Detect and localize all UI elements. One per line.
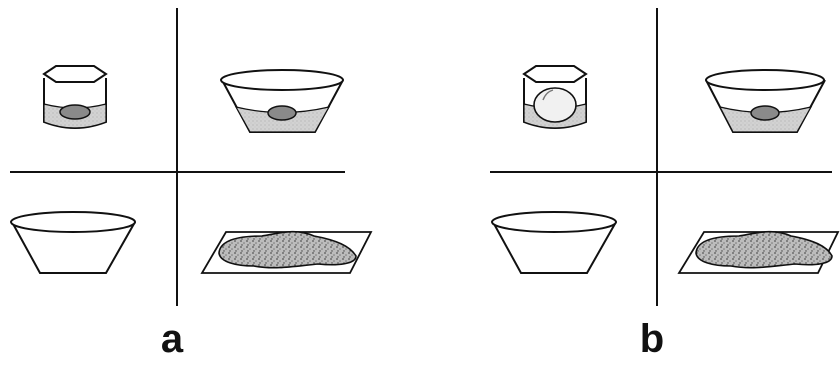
panel-b-glass-with-light-egg bbox=[524, 66, 586, 128]
panel-b-label: b bbox=[640, 317, 664, 361]
panel-b-empty-bowl bbox=[492, 212, 616, 273]
panel-a-bowl-with-dark-oval bbox=[221, 70, 343, 132]
panel-a-glass-with-dark-oval bbox=[44, 66, 106, 128]
panel-a-empty-bowl bbox=[11, 212, 135, 273]
panel-b-tray-with-spread bbox=[679, 232, 838, 273]
panel-b: b bbox=[490, 8, 838, 361]
panel-a-tray-with-spread bbox=[202, 232, 371, 273]
panel-a: a bbox=[10, 8, 371, 361]
light-egg bbox=[534, 88, 576, 122]
panel-b-bowl-with-dark-oval bbox=[706, 70, 825, 132]
dark-oval bbox=[751, 106, 779, 120]
dark-oval bbox=[268, 106, 296, 120]
panel-a-label: a bbox=[161, 317, 184, 361]
dark-oval bbox=[60, 105, 90, 119]
